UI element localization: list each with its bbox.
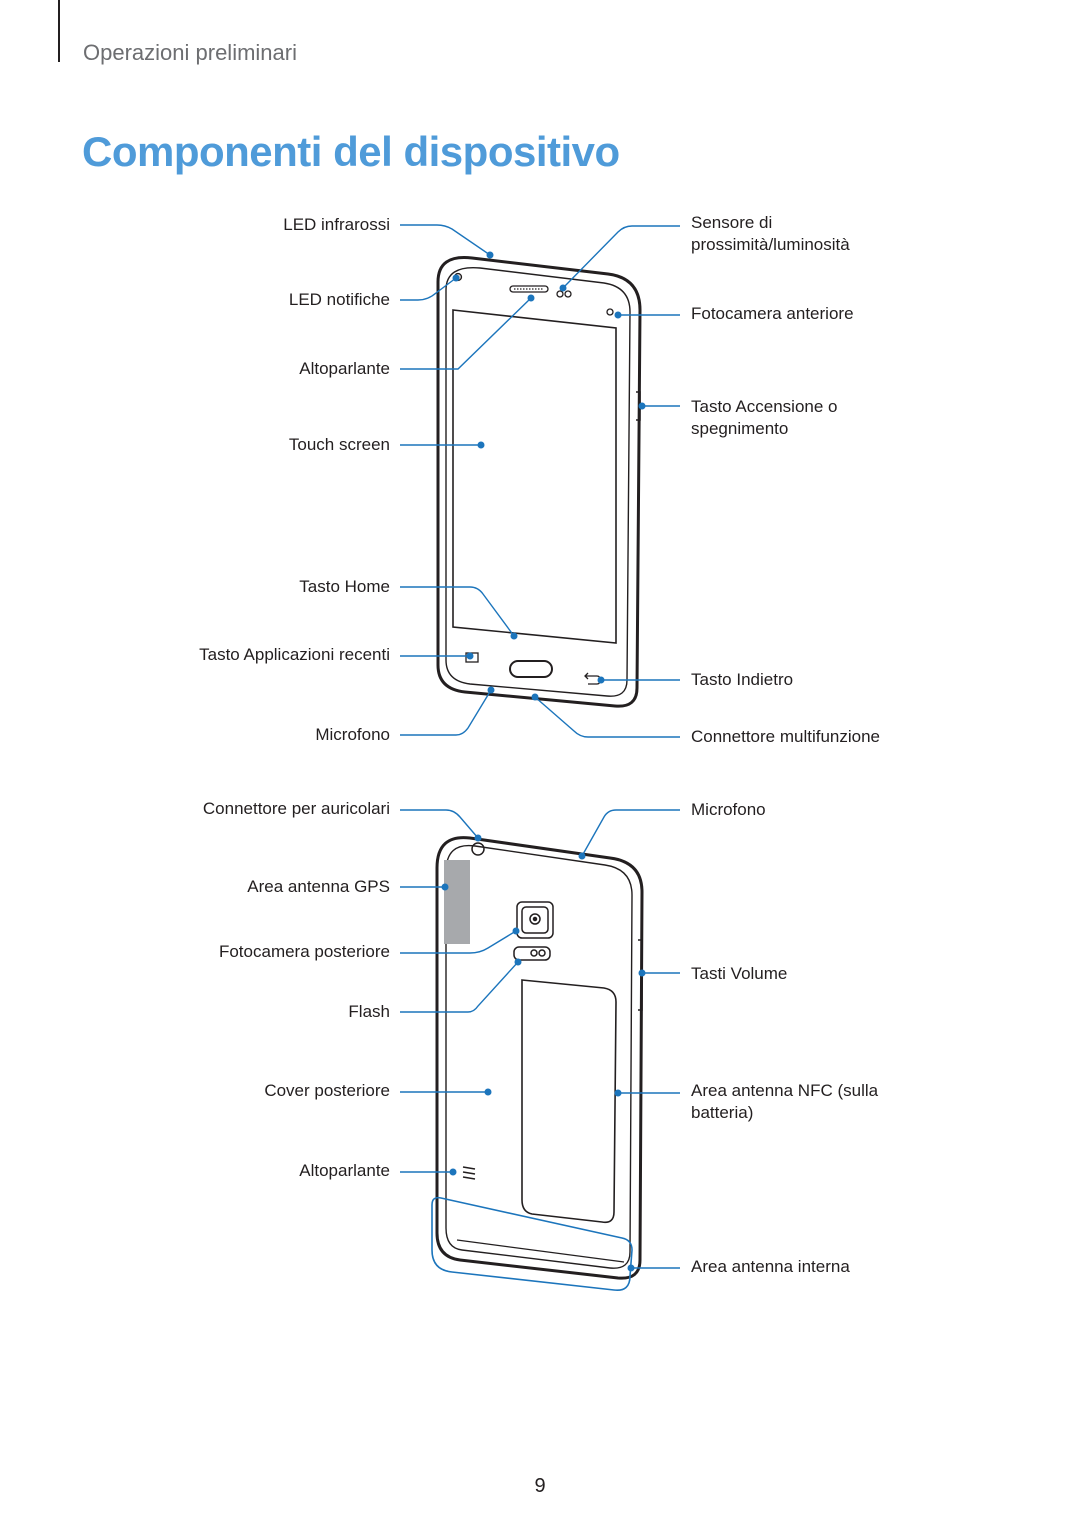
label-antenna-interna: Area antenna interna [691, 1257, 850, 1276]
label-led-infrarossi: LED infrarossi [283, 215, 390, 234]
headset-jack [471, 842, 485, 856]
margin-rule [58, 0, 60, 62]
front-details [453, 272, 614, 685]
page-title: Componenti del dispositivo [82, 128, 620, 175]
recent-apps-key [465, 652, 479, 663]
label-tasti-volume: Tasti Volume [691, 964, 788, 983]
earpiece-grille [509, 285, 549, 293]
label-microfono-back: Microfono [691, 800, 766, 819]
label-tasto-indietro: Tasto Indietro [691, 670, 794, 689]
label-tasto-accensione: Tasto Accensione o spegnimento [691, 397, 838, 438]
front-camera-lens [606, 308, 614, 316]
label-led-notifiche: LED notifiche [288, 290, 390, 309]
label-antenna-nfc: Area antenna NFC (sulla batteria) [691, 1081, 879, 1122]
label-microfono-front: Microfono [315, 725, 390, 744]
label-touch-screen: Touch screen [288, 435, 390, 454]
rear-speaker [462, 1166, 476, 1180]
touch-screen-glass [452, 309, 617, 644]
label-antenna-gps: Area antenna GPS [247, 877, 390, 896]
label-altoparlante-front: Altoparlante [299, 359, 390, 378]
label-connettore-multifunzione: Connettore multifunzione [691, 727, 881, 746]
proximity-sensor-dot [556, 290, 564, 298]
label-fotocamera-anteriore: Fotocamera anteriore [691, 304, 854, 323]
label-tasto-recenti: Tasto Applicazioni recenti [199, 645, 390, 664]
rear-camera-housing [516, 901, 554, 939]
phone-front [436, 256, 642, 708]
label-flash: Flash [348, 1002, 390, 1021]
label-connettore-auricolari: Connettore per auricolari [202, 799, 390, 818]
label-cover-posteriore: Cover posteriore [264, 1081, 390, 1100]
home-button [509, 660, 553, 678]
label-altoparlante-back: Altoparlante [299, 1161, 390, 1180]
gps-antenna-area [444, 860, 470, 944]
back-key [584, 672, 601, 685]
callout-dots [441, 251, 646, 1272]
flash-and-sensor [513, 946, 551, 961]
section-header: Operazioni preliminari [83, 40, 297, 65]
back-details [462, 842, 617, 1224]
nfc-area [521, 979, 617, 1224]
label-fotocamera-posteriore: Fotocamera posteriore [218, 942, 390, 961]
page-number: 9 [534, 1475, 546, 1497]
label-tasto-home: Tasto Home [299, 577, 390, 596]
internal-antenna-area [431, 1196, 633, 1292]
callout-lines [400, 224, 680, 1269]
label-sensore-prossimita: Sensore di prossimità/luminosità [691, 213, 850, 254]
